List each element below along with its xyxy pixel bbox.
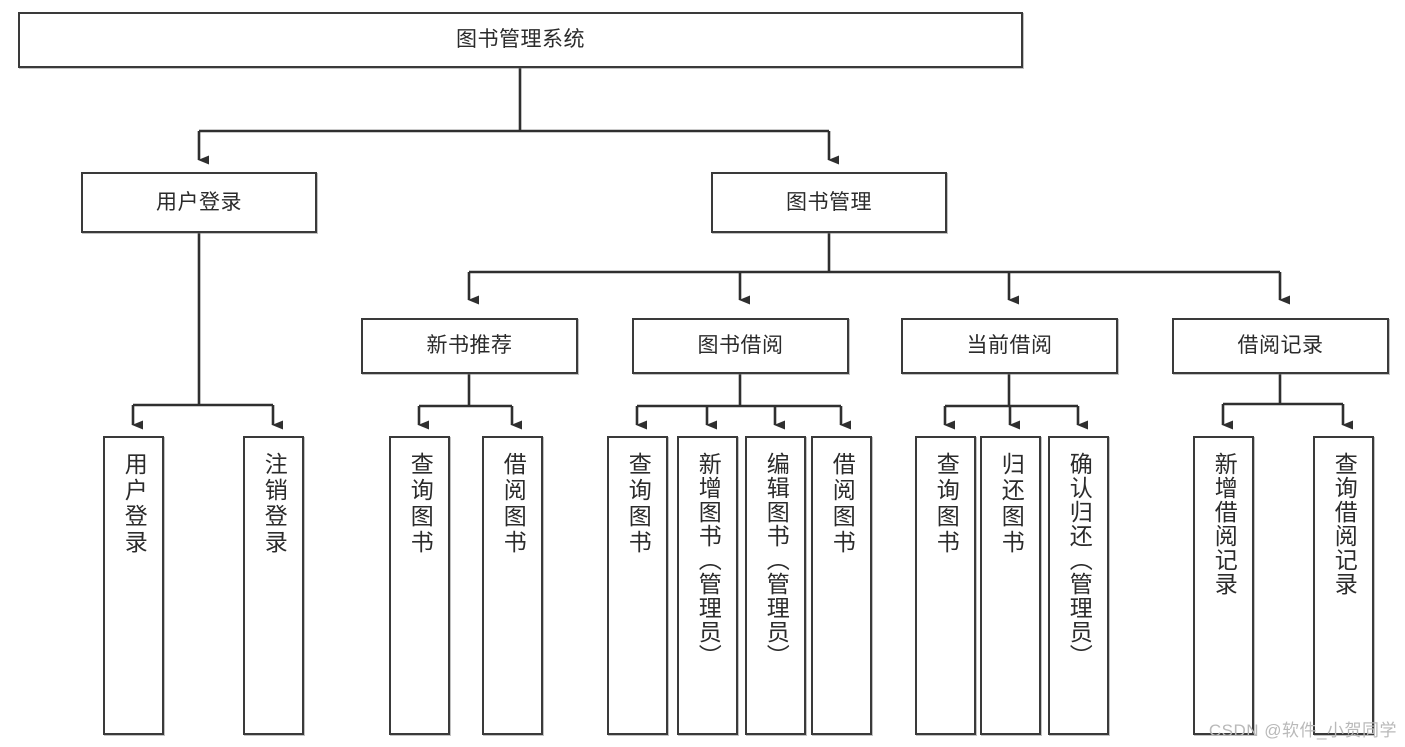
node-user-login-label: 用户登录 xyxy=(156,190,242,214)
edge-bookborrow-to-leaves xyxy=(635,374,851,430)
node-leaf-query-borrow-record[interactable]: 查询借阅记录 xyxy=(1313,436,1374,735)
node-leaf-confirm-return-admin[interactable]: 确认归还（管理员） xyxy=(1048,436,1109,735)
node-new-book-recommend-label: 新书推荐 xyxy=(426,334,513,358)
edge-borrowrecord-to-leaves xyxy=(1221,374,1353,430)
node-leaf-user-login[interactable]: 用户登录 xyxy=(103,436,164,735)
node-root-system[interactable]: 图书管理系统 xyxy=(18,12,1023,68)
edge-root-to-level2 xyxy=(197,68,839,165)
node-leaf-logout-label: 注销登录 xyxy=(261,452,288,556)
node-leaf-add-borrow-record[interactable]: 新增借阅记录 xyxy=(1193,436,1254,735)
node-leaf-add-borrow-record-label: 新增借阅记录 xyxy=(1211,452,1238,596)
node-leaf-query-borrow-record-label: 查询借阅记录 xyxy=(1331,452,1358,596)
node-root-system-label: 图书管理系统 xyxy=(456,28,585,52)
node-leaf-recommend-query-book[interactable]: 查询图书 xyxy=(389,436,450,735)
node-leaf-return-book-label: 归还图书 xyxy=(998,452,1025,556)
node-leaf-edit-book-admin-label: 编辑图书（管理员） xyxy=(763,452,790,668)
node-book-management[interactable]: 图书管理 xyxy=(711,172,947,233)
node-leaf-edit-book-admin[interactable]: 编辑图书（管理员） xyxy=(745,436,806,735)
edge-newbook-to-leaves xyxy=(417,374,522,430)
node-leaf-recommend-borrow-book[interactable]: 借阅图书 xyxy=(482,436,543,735)
node-book-management-label: 图书管理 xyxy=(786,190,872,214)
node-leaf-recommend-query-book-label: 查询图书 xyxy=(407,452,434,556)
node-leaf-return-book[interactable]: 归还图书 xyxy=(980,436,1041,735)
node-leaf-borrow-book-label: 借阅图书 xyxy=(829,452,856,556)
edge-currentborrow-to-leaves xyxy=(943,374,1088,430)
watermark-text: CSDN @软件_小贺同学 xyxy=(1208,721,1397,740)
node-book-borrow-label: 图书借阅 xyxy=(697,334,784,358)
node-current-borrow[interactable]: 当前借阅 xyxy=(901,318,1118,374)
node-user-login[interactable]: 用户登录 xyxy=(81,172,317,233)
node-borrow-record[interactable]: 借阅记录 xyxy=(1172,318,1389,374)
node-leaf-current-query-book[interactable]: 查询图书 xyxy=(915,436,976,735)
node-new-book-recommend[interactable]: 新书推荐 xyxy=(361,318,578,374)
node-current-borrow-label: 当前借阅 xyxy=(966,334,1053,358)
node-leaf-user-login-label: 用户登录 xyxy=(121,452,148,556)
node-leaf-confirm-return-admin-label: 确认归还（管理员） xyxy=(1066,452,1093,668)
node-leaf-borrow-book[interactable]: 借阅图书 xyxy=(811,436,872,735)
node-leaf-borrow-query-book[interactable]: 查询图书 xyxy=(607,436,668,735)
node-leaf-borrow-query-book-label: 查询图书 xyxy=(625,452,652,556)
node-leaf-logout[interactable]: 注销登录 xyxy=(243,436,304,735)
node-borrow-record-label: 借阅记录 xyxy=(1237,334,1324,358)
node-leaf-add-book-admin-label: 新增图书（管理员） xyxy=(695,452,722,668)
node-leaf-recommend-borrow-book-label: 借阅图书 xyxy=(500,452,527,556)
node-leaf-add-book-admin[interactable]: 新增图书（管理员） xyxy=(677,436,738,735)
node-leaf-current-query-book-label: 查询图书 xyxy=(933,452,960,556)
edge-bookmgmt-to-level3 xyxy=(467,233,1290,305)
edge-userlogin-to-leaves xyxy=(131,233,283,430)
node-book-borrow[interactable]: 图书借阅 xyxy=(632,318,849,374)
